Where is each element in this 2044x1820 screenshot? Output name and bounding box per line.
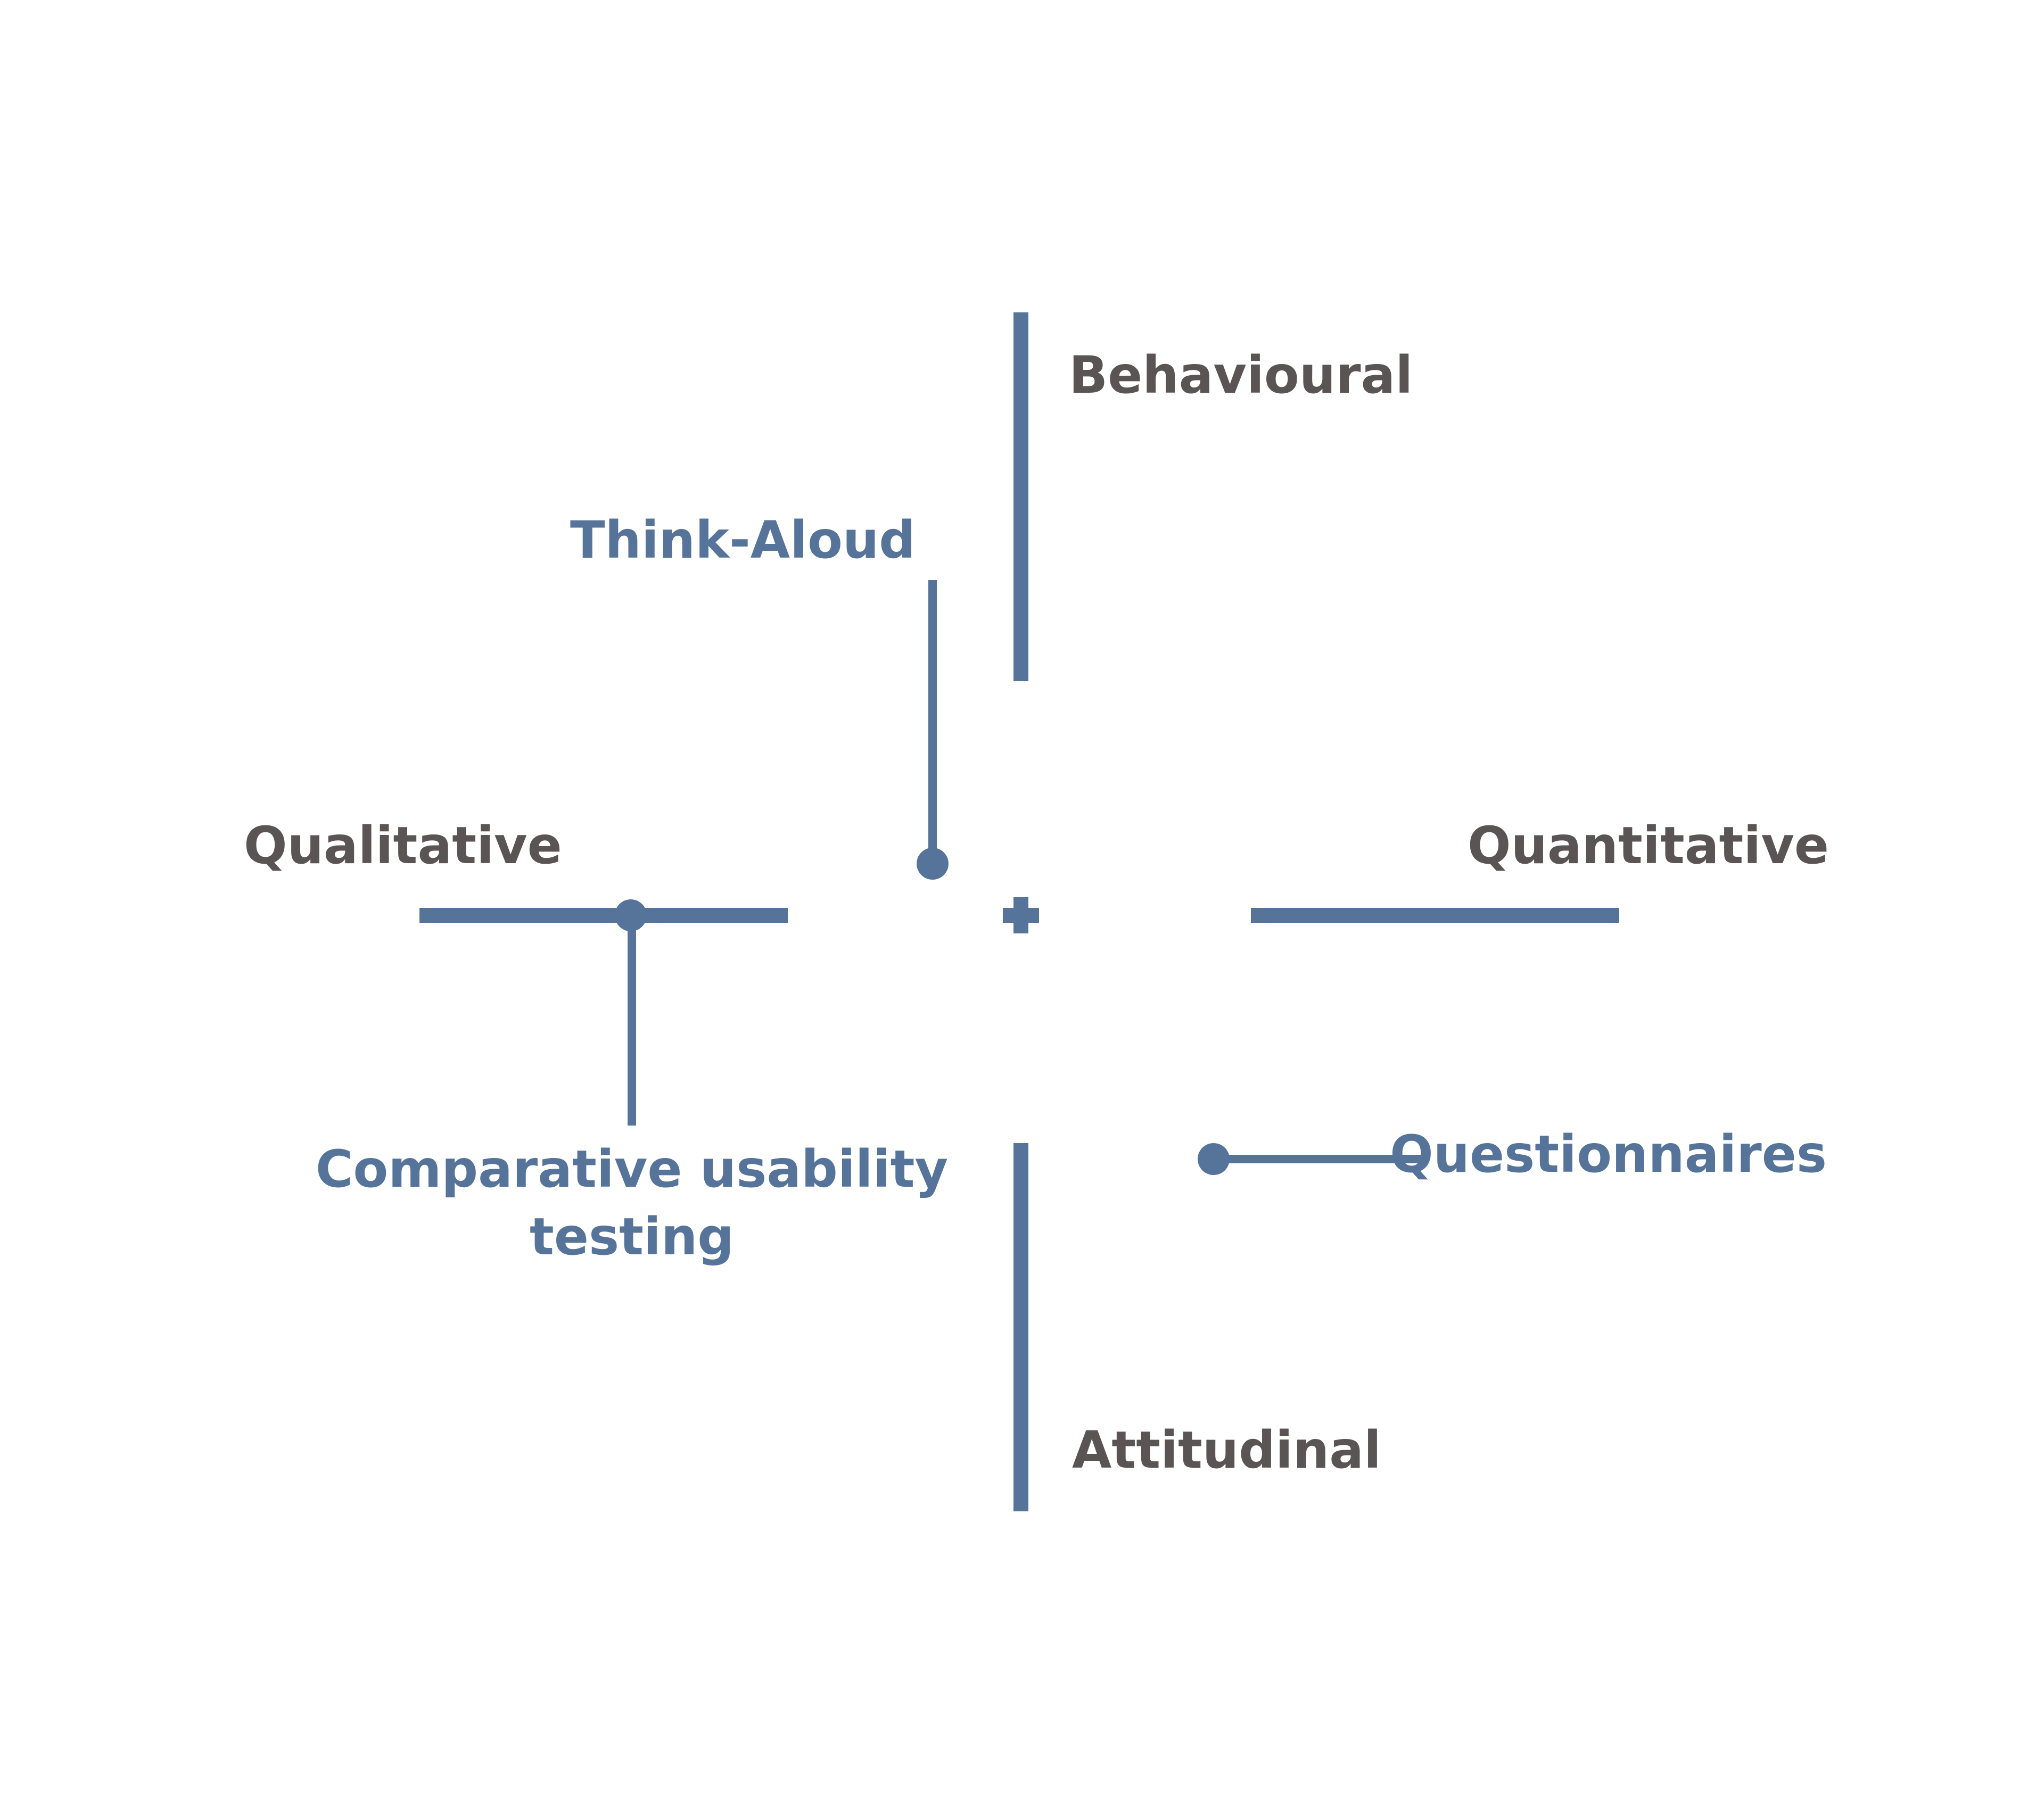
axis-label-quantitative: Quantitative	[1468, 816, 1829, 875]
method-label-comparative-usability-line2: testing	[530, 1207, 734, 1267]
method-label-comparative-usability-line1: Comparative usability	[316, 1139, 948, 1199]
questionnaires-dot	[1198, 1143, 1230, 1175]
axis-label-attitudinal: Attitudinal	[1072, 1420, 1381, 1480]
center-plus-icon	[1003, 897, 1039, 933]
comparative-usability-dot	[615, 899, 647, 931]
axis-label-behavioural: Behavioural	[1069, 345, 1413, 405]
think-aloud-dot	[917, 848, 949, 880]
method-label-think-aloud: Think-Aloud	[570, 510, 916, 570]
axis-label-qualitative: Qualitative	[244, 816, 562, 875]
method-label-questionnaires: Questionnaires	[1390, 1124, 1827, 1184]
